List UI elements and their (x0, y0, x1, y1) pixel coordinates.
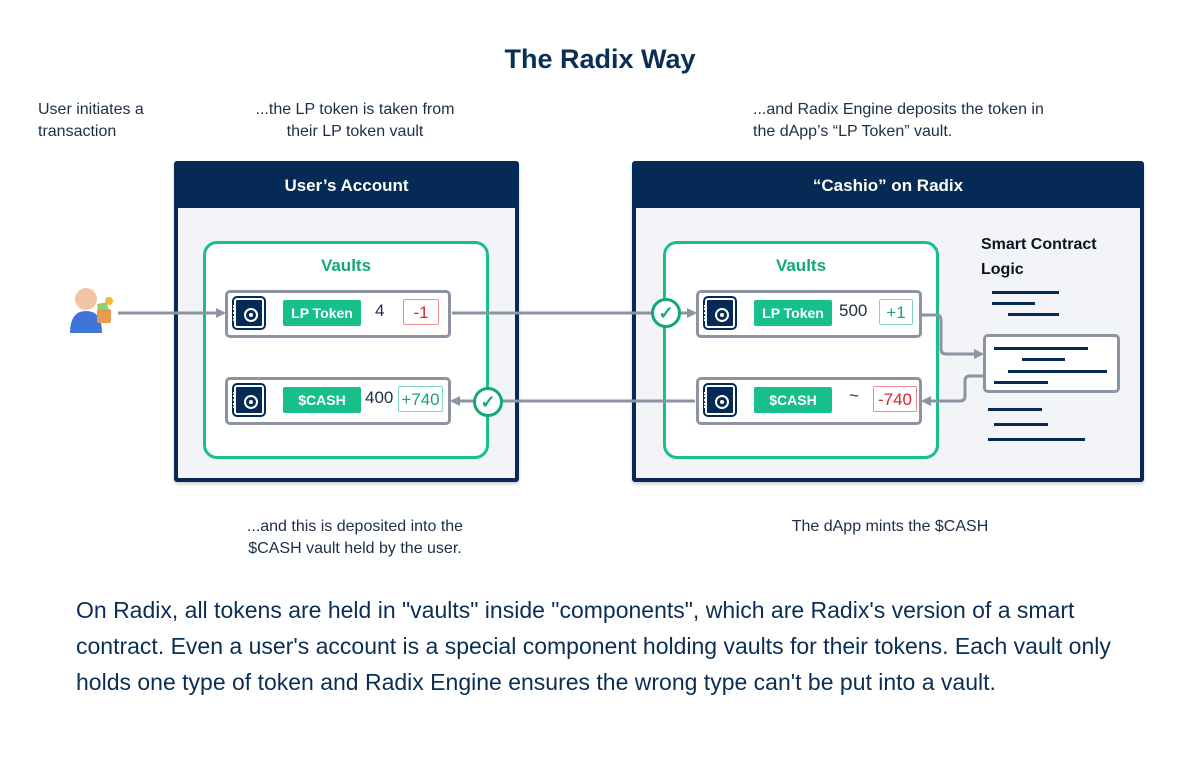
code-line (992, 302, 1035, 305)
arrow-lp-to-logic (922, 313, 984, 359)
smart-contract-title: Smart Contract Logic (981, 236, 1097, 278)
safe-icon (703, 383, 737, 417)
code-line (1008, 313, 1059, 316)
safe-icon (232, 296, 266, 330)
check-icon: ✓ (473, 387, 503, 417)
vault-delta: -1 (403, 299, 439, 325)
diagram-title: The Radix Way (504, 44, 696, 74)
code-line (992, 291, 1059, 294)
caption-dapp-mints: The dApp mints the $CASH (791, 518, 989, 535)
code-line (994, 347, 1088, 350)
caption-user-initiates: User initiates a transaction (38, 101, 144, 140)
user-with-wallet-icon (68, 283, 120, 335)
check-icon: ✓ (651, 298, 681, 328)
dapp-header: “Cashio” on Radix (635, 164, 1141, 208)
vault-delta: +740 (398, 386, 443, 412)
dapp-vault-lp-token[interactable]: LP Token 500 +1 (696, 290, 922, 338)
vault-amount: 4 (375, 301, 385, 320)
user-vault-lp-token[interactable]: LP Token 4 -1 (225, 290, 451, 338)
vault-amount: 400 (365, 388, 394, 407)
vault-delta: -740 (873, 386, 917, 412)
token-label: $CASH (283, 387, 361, 413)
code-line (1022, 358, 1065, 361)
token-label: $CASH (754, 387, 832, 413)
code-line (988, 438, 1085, 441)
token-label: LP Token (283, 300, 361, 326)
code-line (1008, 370, 1107, 373)
vault-amount: ~ (849, 386, 859, 405)
vault-amount: 500 (839, 301, 868, 320)
user-vaults-title: Vaults (320, 256, 372, 275)
code-line (994, 423, 1048, 426)
user-account-header: User’s Account (177, 164, 516, 208)
caption-cash-deposited: ...and this is deposited into the $CASH … (246, 518, 464, 557)
caption-radix-deposits: ...and Radix Engine deposits the token i… (753, 101, 1044, 140)
explanation-paragraph: On Radix, all tokens are held in "vaults… (76, 597, 1111, 695)
safe-icon (703, 296, 737, 330)
vault-delta: +1 (879, 299, 913, 325)
user-vault-cash[interactable]: $CASH 400 +740 (225, 377, 451, 425)
arrow-logic-to-cash (921, 374, 983, 406)
dapp-vault-cash[interactable]: $CASH ~ -740 (696, 377, 922, 425)
code-line (994, 381, 1048, 384)
dapp-vaults-title: Vaults (775, 256, 827, 275)
caption-lp-taken: ...the LP token is taken from their LP t… (255, 101, 455, 140)
token-label: LP Token (754, 300, 832, 326)
safe-icon (232, 383, 266, 417)
code-line (988, 408, 1042, 411)
